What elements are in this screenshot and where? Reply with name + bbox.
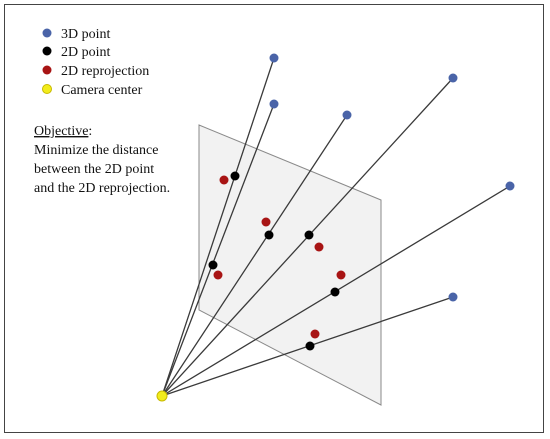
image-plane bbox=[198, 124, 382, 406]
2d-reprojection bbox=[336, 270, 346, 280]
legend: 3D point 2D point 2D reprojection Camera… bbox=[42, 27, 149, 98]
legend-marker-3d-point bbox=[42, 28, 52, 38]
3d-point bbox=[505, 181, 515, 191]
objective-line-2: between the 2D point bbox=[34, 162, 154, 177]
2d-point bbox=[304, 230, 314, 240]
2d-points bbox=[208, 171, 340, 351]
2d-reprojection bbox=[310, 329, 320, 339]
ray-3 bbox=[161, 114, 348, 397]
objective-line-1: Minimize the distance bbox=[34, 143, 158, 158]
objective-line-3: and the 2D reprojection. bbox=[34, 181, 170, 196]
2d-point bbox=[264, 230, 274, 240]
legend-label-3d-point: 3D point bbox=[61, 27, 111, 42]
ray-2 bbox=[161, 103, 275, 397]
3d-point bbox=[269, 53, 279, 63]
2d-reprojection bbox=[213, 270, 223, 280]
objective-heading-colon: : bbox=[88, 124, 92, 139]
2d-point bbox=[230, 171, 240, 181]
legend-marker-2d-point bbox=[42, 46, 52, 56]
2d-reprojection bbox=[261, 217, 271, 227]
legend-label-2d-reprojection: 2D reprojection bbox=[61, 64, 149, 79]
3d-point bbox=[342, 110, 352, 120]
legend-label-camera-center: Camera center bbox=[61, 83, 143, 98]
2d-point bbox=[208, 260, 218, 270]
2d-reprojections bbox=[213, 175, 346, 339]
legend-label-2d-point: 2D point bbox=[61, 45, 111, 60]
3d-point bbox=[448, 292, 458, 302]
3d-point bbox=[448, 73, 458, 83]
camera-center bbox=[156, 390, 168, 402]
3d-point bbox=[269, 99, 279, 109]
2d-reprojection bbox=[314, 242, 324, 252]
2d-point bbox=[330, 287, 340, 297]
2d-point bbox=[305, 341, 315, 351]
ray-1 bbox=[161, 57, 275, 397]
objective-heading-word: Objective bbox=[34, 124, 88, 139]
legend-marker-camera-center bbox=[42, 84, 52, 94]
objective-block: Objective: Minimize the distance between… bbox=[34, 124, 170, 196]
2d-reprojection bbox=[219, 175, 229, 185]
3d-points bbox=[269, 53, 515, 302]
objective-heading: Objective: bbox=[34, 124, 92, 139]
legend-marker-2d-reprojection bbox=[42, 65, 52, 75]
